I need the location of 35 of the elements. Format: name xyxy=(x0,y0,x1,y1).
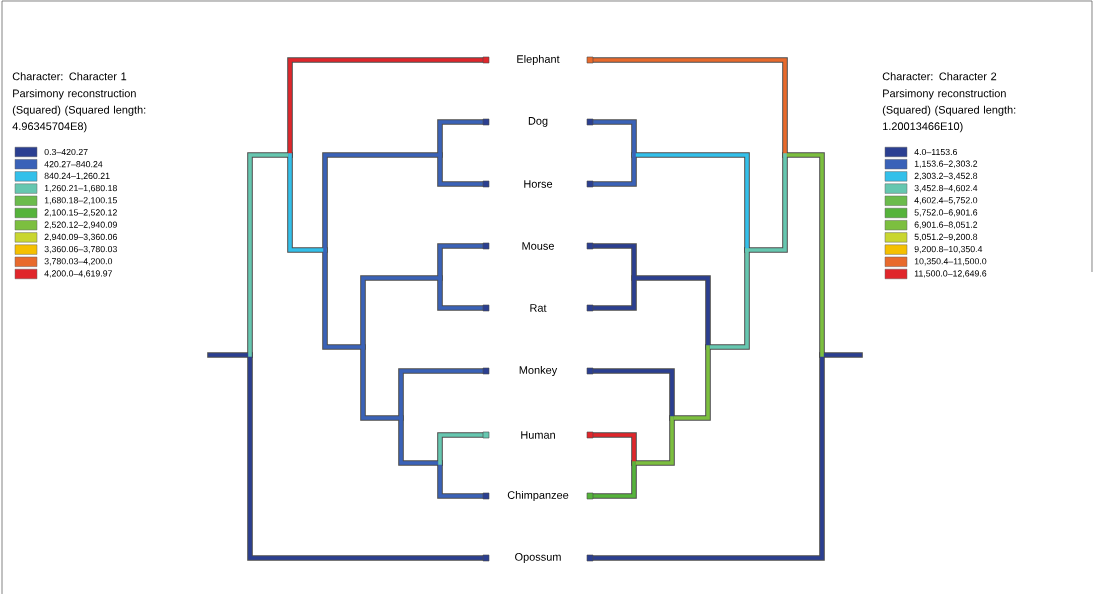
taxon-label: Rat xyxy=(528,303,548,313)
taxon-label: Horse xyxy=(522,179,554,189)
legend-label: 2,100.15–2,520.12 xyxy=(44,209,117,217)
legend-label: 11,500.0–12,649.6 xyxy=(914,270,987,278)
taxon-label: Chimpanzee xyxy=(506,489,570,503)
taxon-label: Elephant xyxy=(515,53,561,67)
legend-label: 2,940.09–3,360.06 xyxy=(44,233,117,241)
legend-label: 4,200.0–4,619.97 xyxy=(44,270,112,278)
legend-label: 420.27–840.24 xyxy=(44,161,103,168)
taxon-label: Monkey xyxy=(517,364,559,378)
legend-label: 3,780.03–4,200.0 xyxy=(44,258,113,266)
legend-label: 0.3–420.27 xyxy=(44,148,88,156)
legend-title: Character: Character 1 xyxy=(12,72,127,81)
legend-label: 6,901.6–8,051.2 xyxy=(914,221,978,229)
taxon-label: Mouse xyxy=(520,241,556,251)
legend-label: 4,602.4–5,752.0 xyxy=(914,197,978,205)
legend-label: 4.0–1153.6 xyxy=(914,148,958,156)
legend-title: Parsimony reconstruction (Squared) (Squared length: 4.96345704E8) xyxy=(12,89,146,133)
legend-label: 1,680.18–2,100.15 xyxy=(44,197,117,205)
legend-label: 1,153.6–2,303.2 xyxy=(914,160,978,168)
legend-label: 9,200.8–10,350.4 xyxy=(914,245,983,254)
legend-label: 5,752.0–6,901.6 xyxy=(914,209,978,217)
legend-label: 3,452.8–4,602.4 xyxy=(914,184,978,193)
legend-label: 5,051.2–9,200.8 xyxy=(914,233,978,241)
legend-title: Character: Character 2 xyxy=(882,72,997,81)
legend-label: 10,350.4–11,500.0 xyxy=(914,258,987,266)
legend-label: 2,303.2–3,452.8 xyxy=(914,172,978,180)
legend-title: Parsimony reconstruction (Squared) (Squared length: 1.20013466E10) xyxy=(882,89,1016,133)
taxon-label: Opossum xyxy=(513,552,563,564)
taxon-label: Human xyxy=(519,430,557,440)
legend-label: 840.24–1,260.21 xyxy=(44,172,110,180)
legend-label: 1,260.21–1,680.18 xyxy=(44,184,117,193)
legend-label: 2,520.12–2,940.09 xyxy=(44,221,117,229)
legend-label: 3,360.06–3,780.03 xyxy=(44,245,117,254)
taxon-label: Dog xyxy=(526,116,550,128)
